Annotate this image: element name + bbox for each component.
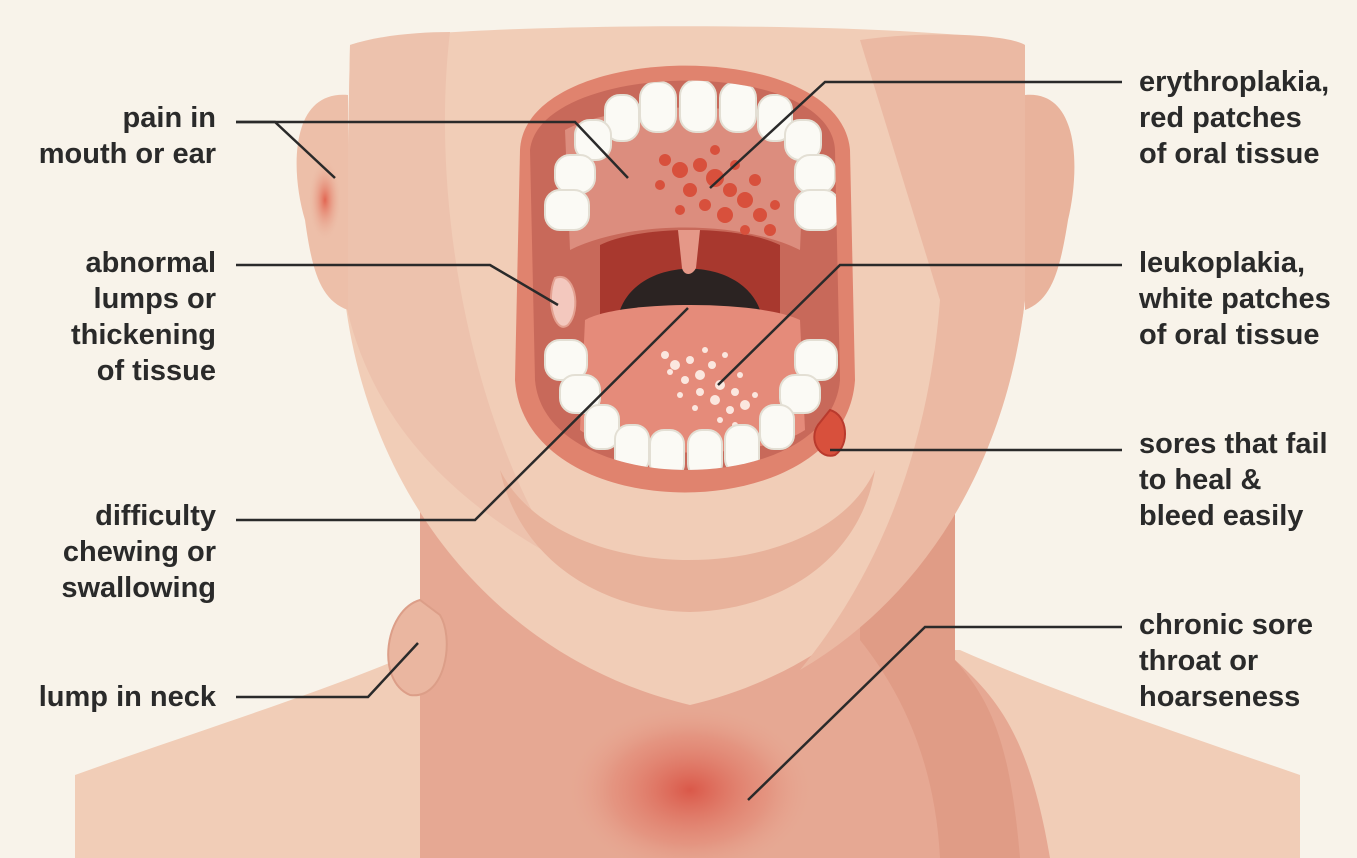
label-pain-mouth-ear: pain in mouth or ear	[39, 100, 216, 172]
label-erythroplakia: erythroplakia, red patches of oral tissu…	[1139, 64, 1329, 172]
label-chronic-sore-throat: chronic sore throat or hoarseness	[1139, 607, 1313, 715]
label-abnormal-lumps: abnormal lumps or thickening of tissue	[71, 245, 216, 389]
right-ear	[1025, 95, 1074, 310]
label-difficulty-chewing: difficulty chewing or swallowing	[61, 498, 216, 606]
label-leukoplakia: leukoplakia, white patches of oral tissu…	[1139, 245, 1331, 353]
label-sores: sores that fail to heal & bleed easily	[1139, 426, 1328, 534]
neck-lump	[388, 600, 447, 695]
label-lump-in-neck: lump in neck	[39, 679, 216, 715]
